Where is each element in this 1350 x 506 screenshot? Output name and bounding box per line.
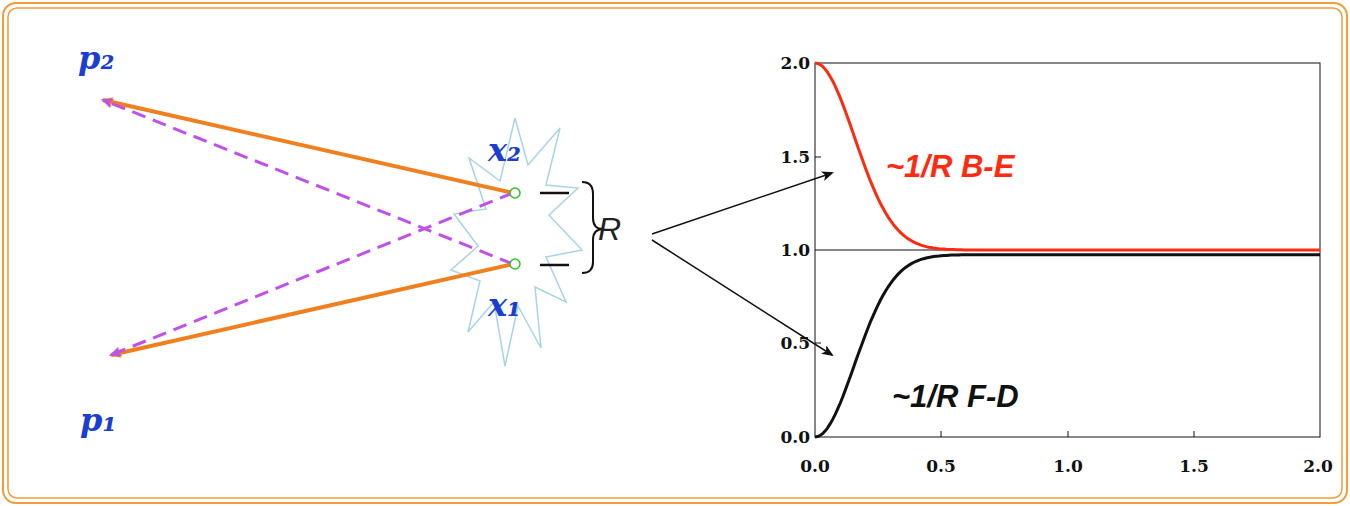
axis-number: 1.5 — [1179, 458, 1209, 475]
exchange-path — [111, 193, 513, 355]
position-label: x₁ — [488, 289, 521, 321]
source-burst — [451, 118, 582, 366]
momentum-label: p₁ — [80, 404, 116, 436]
bose-einstein-curve — [815, 63, 1320, 250]
axis-number: 1.0 — [1053, 458, 1083, 475]
separation-label: R — [598, 213, 621, 245]
exchange-path — [103, 100, 513, 264]
pointer-arrow — [652, 173, 832, 234]
axis-number: 0.5 — [780, 335, 810, 352]
dimension-line — [540, 192, 569, 195]
axis-number: 1.5 — [780, 149, 810, 166]
curve-label: ~1/R F-D — [892, 381, 1019, 412]
frame — [3, 3, 1347, 503]
axis-number: 0.0 — [780, 429, 810, 446]
curve-label: ~1/R B-E — [886, 151, 1014, 182]
emission-point — [510, 259, 520, 269]
axis-number: 2.0 — [780, 55, 810, 72]
dimension-line — [540, 264, 569, 267]
particle-path — [103, 100, 513, 193]
axis-number: 0.5 — [926, 458, 956, 475]
fermi-dirac-curve — [815, 255, 1320, 437]
ticks — [815, 157, 1194, 437]
momentum-label: p₂ — [78, 42, 114, 74]
axis-number: 2.0 — [1303, 458, 1333, 475]
axis-number: 0.0 — [800, 458, 830, 475]
particle-path — [111, 264, 513, 355]
emission-point — [510, 188, 520, 198]
plot-frame — [815, 63, 1320, 437]
position-label: x₂ — [488, 134, 521, 166]
frame — [8, 8, 1342, 498]
pointer-arrow — [652, 240, 832, 355]
axis-number: 1.0 — [780, 242, 810, 259]
